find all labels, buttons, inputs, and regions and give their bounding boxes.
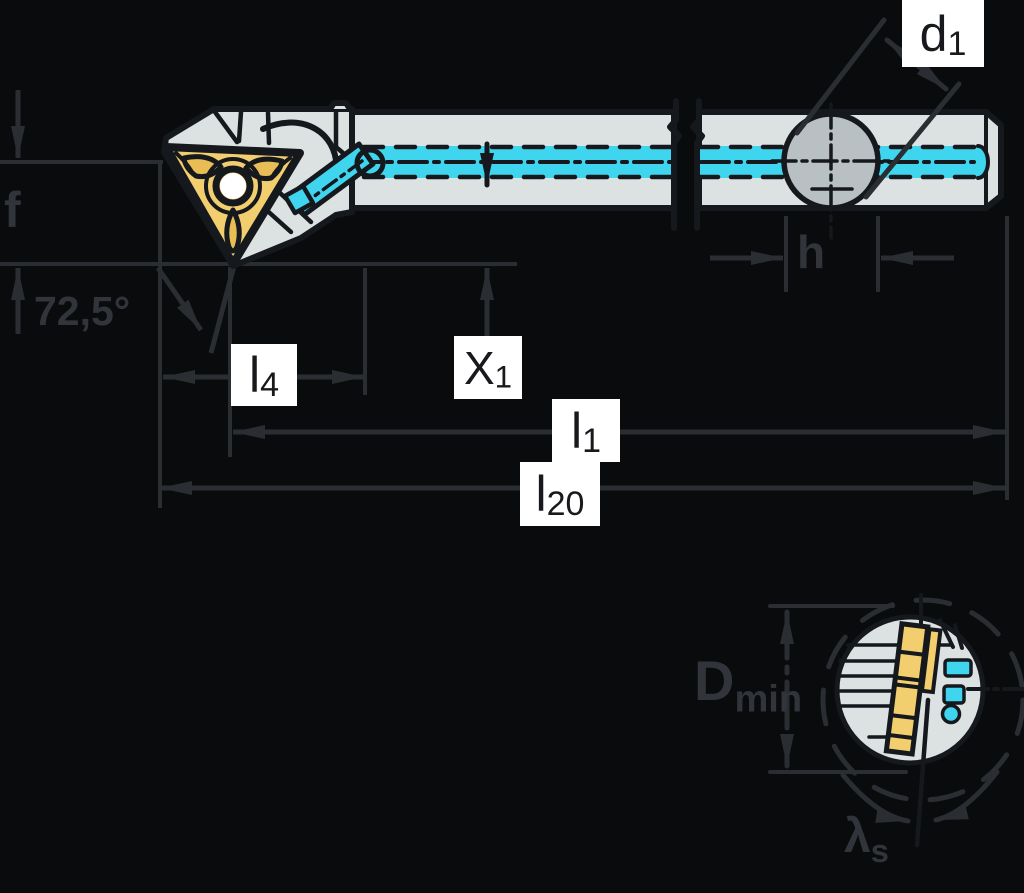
break-lines bbox=[667, 98, 705, 231]
label-angle-72-5: 72,5° bbox=[34, 288, 131, 334]
clamping-hole bbox=[770, 102, 892, 240]
insert bbox=[162, 143, 304, 268]
detail-view bbox=[768, 593, 1024, 848]
coolant-nozzle bbox=[282, 183, 316, 216]
dimension-angle-72-5 bbox=[155, 265, 237, 354]
insert-pocket-bottom bbox=[224, 207, 242, 254]
coolant-channel bbox=[282, 141, 990, 218]
dimension-dmin bbox=[768, 604, 908, 774]
label-h: h bbox=[797, 226, 826, 278]
insert-screw-ring bbox=[204, 157, 262, 215]
insert-edge-view bbox=[883, 621, 943, 757]
coolant-spray bbox=[940, 658, 973, 725]
insert-axis-line bbox=[914, 697, 931, 848]
label-f: f bbox=[4, 182, 21, 238]
main-view bbox=[161, 17, 1004, 269]
insert-screw-hole bbox=[220, 173, 246, 199]
label-lambda-s: λs bbox=[844, 810, 889, 869]
dimension-f bbox=[0, 90, 517, 334]
nozzle-swivel bbox=[354, 147, 386, 179]
label-dmin: Dmin bbox=[694, 649, 803, 721]
dimension-h bbox=[710, 216, 954, 292]
dimension-lambda-s bbox=[840, 769, 1000, 824]
